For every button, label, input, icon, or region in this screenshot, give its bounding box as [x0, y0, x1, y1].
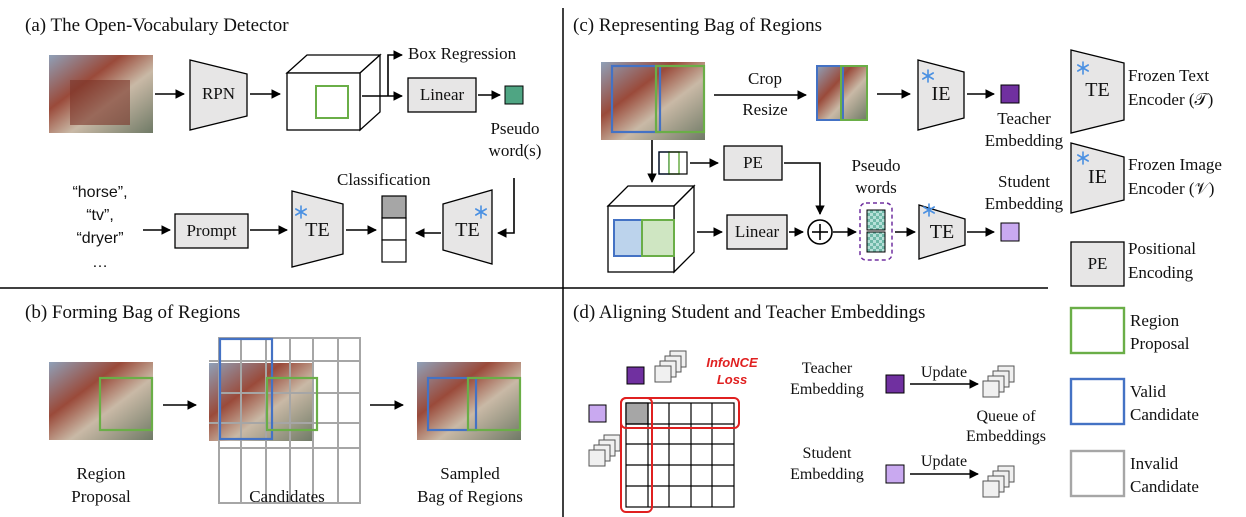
legend-valid-box: [1069, 377, 1126, 426]
update-label-teacher: Update: [920, 364, 968, 381]
te-block-a-right: [442, 189, 493, 265]
box-regression-label: Box Regression: [408, 44, 517, 63]
teacher-label-d-2: Embedding: [790, 381, 864, 398]
classification-vector: [381, 195, 407, 263]
panel-a: [49, 50, 524, 268]
candidates-image: [209, 363, 313, 441]
box-coords-token: [658, 151, 688, 175]
te-label-a-right: TE: [455, 219, 480, 241]
legend-pe-shape: [1070, 241, 1125, 287]
classification-label: Classification: [337, 170, 431, 189]
legend-invalid-label-2: Candidate: [1130, 477, 1199, 496]
sampled-caption-1: Sampled: [440, 464, 500, 483]
ie-label-c: IE: [931, 83, 951, 105]
query-ellipsis: …: [92, 254, 108, 271]
te-block-c: [918, 204, 966, 260]
legend-pe-text: PE: [1087, 254, 1108, 273]
region-proposal-caption-1: Region: [76, 464, 126, 483]
pseudo-word-token: [504, 85, 524, 105]
teacher-embedding-c: [1000, 84, 1020, 104]
pseudo-words-label-2: words: [855, 178, 897, 197]
query-dryer: “dryer”: [76, 230, 124, 247]
legend-region-box: [1069, 306, 1126, 355]
linear-label-c: Linear: [734, 222, 780, 241]
student-label-d-2: Embedding: [790, 466, 864, 483]
student-label-c-2: Embedding: [984, 194, 1064, 213]
teacher-label-d-1: Teacher: [801, 360, 853, 377]
feature-map-cube-c: [606, 184, 696, 274]
queue-label-2: Embeddings: [966, 428, 1046, 445]
panel-b: [49, 337, 522, 504]
legend-ie-label-2: Encoder (𝒱): [1128, 179, 1215, 198]
legend-region-label-2: Proposal: [1130, 334, 1190, 353]
sum-node: [807, 219, 833, 245]
legend-ie-shape: [1070, 142, 1125, 214]
panel-dividers: [0, 8, 1048, 517]
legend-ie-label-1: Frozen Image: [1128, 155, 1222, 174]
section-a-title: (a) The Open-Vocabulary Detector: [25, 15, 289, 36]
student-label-c-1: Student: [998, 172, 1050, 191]
legend-te-label-1: Frozen Text: [1128, 66, 1210, 85]
legend-ie-text: IE: [1088, 166, 1107, 188]
te-label-c: TE: [929, 221, 955, 243]
words-label-a: word(s): [488, 141, 542, 160]
pe-block-c: [723, 145, 783, 181]
legend-valid-label-1: Valid: [1130, 382, 1166, 401]
te-label-a-left: TE: [305, 219, 330, 241]
legend-invalid-label-1: Invalid: [1130, 454, 1179, 473]
linear-label-a: Linear: [419, 85, 465, 104]
section-c-title: (c) Representing Bag of Regions: [573, 15, 823, 36]
legend-pe-label-2: Encoding: [1128, 263, 1194, 282]
sampled-caption-2: Bag of Regions: [417, 487, 523, 506]
linear-block-a: [407, 77, 477, 113]
rpn-label: RPN: [201, 84, 236, 103]
update-label-student: Update: [920, 453, 968, 470]
prompt-block: [174, 213, 249, 249]
pe-label-c: PE: [743, 153, 763, 172]
candidates-caption: Candidates: [249, 487, 325, 506]
input-image-c: [601, 62, 705, 140]
section-d-title: (d) Aligning Student and Teacher Embeddi…: [573, 302, 926, 323]
feature-map-cube: [285, 53, 382, 132]
legend-region-label-1: Region: [1130, 311, 1180, 330]
query-tv: “tv”,: [86, 207, 114, 224]
teacher-queue-stack: [654, 350, 687, 383]
resize-label: Resize: [742, 100, 788, 119]
queue-stack-teacher: [982, 365, 1015, 398]
infonce-label-1: InfoNCE: [706, 355, 758, 370]
legend-te-text: TE: [1085, 79, 1110, 101]
legend-invalid-box: [1069, 449, 1126, 498]
legend: [1069, 49, 1126, 498]
teacher-label-c-1: Teacher: [997, 109, 1051, 128]
prompt-label: Prompt: [186, 221, 237, 240]
similarity-matrix: [625, 402, 735, 508]
student-queue-stack: [588, 434, 621, 467]
query-horse: “horse”,: [72, 184, 128, 201]
linear-block-c: [726, 214, 788, 250]
pseudo-words-group: [859, 202, 893, 261]
crop-label: Crop: [748, 69, 782, 88]
teacher-emb-d: [626, 366, 645, 385]
teacher-label-c-2: Embedding: [984, 131, 1064, 150]
queue-label-1: Queue of: [976, 408, 1036, 425]
student-label-d-1: Student: [802, 445, 852, 462]
legend-te-label-2: Encoder (𝒯): [1128, 90, 1214, 109]
rpn-block: [189, 59, 248, 131]
student-emb-d: [588, 404, 607, 423]
teacher-emb-d-right: [885, 374, 905, 394]
panel-d: [588, 350, 1015, 513]
region-proposal-caption-2: Proposal: [71, 487, 131, 506]
legend-valid-label-2: Candidate: [1130, 405, 1199, 424]
infonce-label-2: Loss: [716, 372, 748, 387]
legend-pe-label-1: Positional: [1128, 239, 1197, 258]
section-b-title: (b) Forming Bag of Regions: [25, 302, 241, 323]
panel-c: [601, 59, 1020, 274]
pseudo-words-label-1: Pseudo: [851, 156, 901, 175]
queue-stack-student: [982, 465, 1015, 498]
student-embedding-c: [1000, 222, 1020, 242]
legend-te-shape: [1070, 49, 1125, 134]
pseudo-label-a: Pseudo: [490, 119, 540, 138]
student-emb-d-right: [885, 464, 905, 484]
